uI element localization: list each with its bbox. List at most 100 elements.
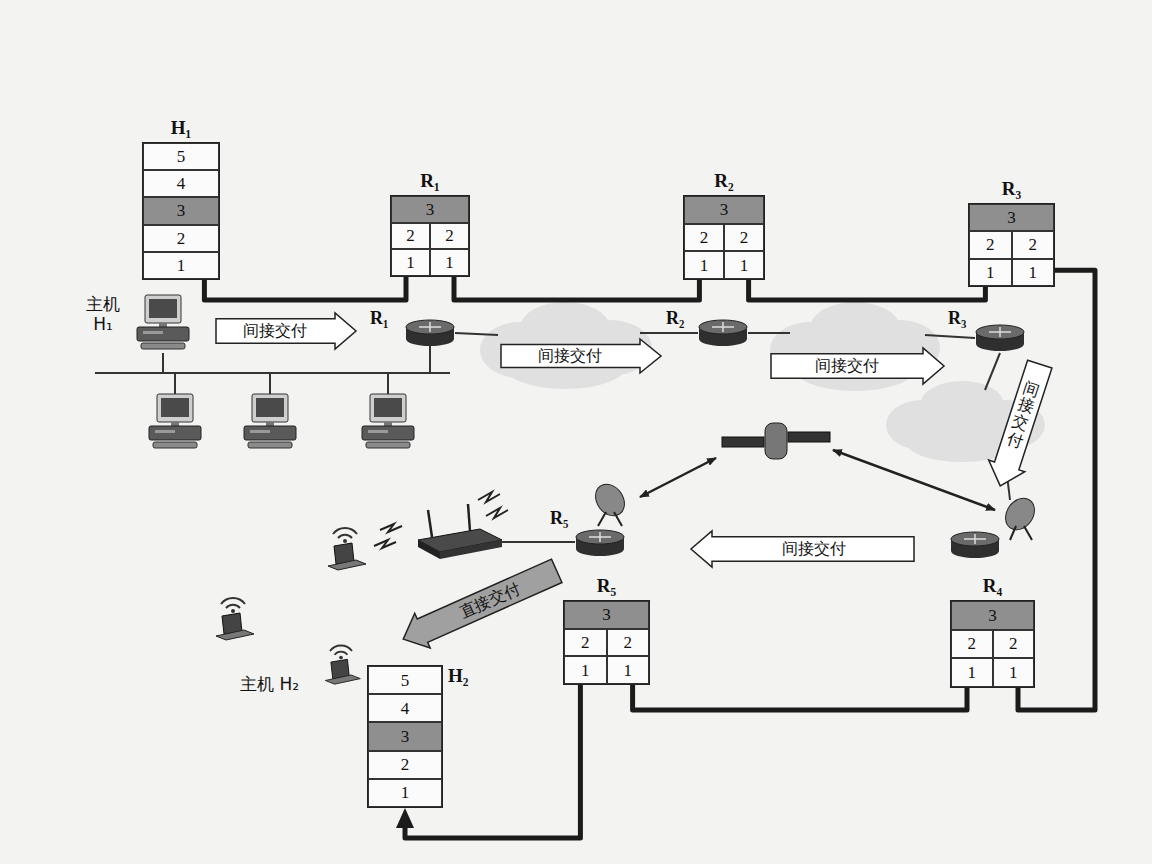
protocol-stack: 32211R₁ [390, 195, 470, 277]
wire [455, 333, 498, 335]
access-point [418, 504, 502, 559]
radio-link [640, 458, 716, 497]
lightning [486, 508, 508, 518]
host-computer [137, 295, 189, 349]
stack-heading: R₅ [597, 576, 616, 597]
data-path [454, 277, 699, 300]
solar-panel [788, 432, 830, 442]
stack-heading: H₂ [448, 666, 468, 687]
wireless-laptop [328, 528, 366, 570]
layer-number: 2 [700, 229, 709, 246]
layer-number: 2 [740, 229, 749, 246]
layer-number: 1 [1009, 664, 1018, 681]
layer-cell: 4 [143, 170, 219, 197]
satellite [722, 423, 830, 459]
protocol-stack: 32211R₃ [968, 203, 1055, 287]
wire [387, 373, 389, 394]
layer-cell: 1 [951, 658, 993, 687]
satellite-body [765, 423, 787, 459]
data-path [204, 277, 406, 300]
delivery-arrow: 间接交付 [770, 347, 945, 385]
layer-cell: 5 [368, 666, 442, 694]
layer-cell: 1 [684, 251, 724, 279]
data-path [749, 280, 986, 300]
delivery-label: 直接交付 [457, 579, 523, 623]
layer-cell: 1 [143, 252, 219, 279]
layer-cell: 2 [391, 223, 430, 250]
stack-heading: R₃ [1002, 179, 1021, 200]
layer-number: 1 [406, 254, 415, 271]
protocol-stack: 54321H₂ [367, 665, 443, 808]
layer-number: 2 [1009, 635, 1018, 652]
host-label: 主机 H₂ [240, 674, 299, 694]
ethernet-bus [95, 372, 450, 374]
lightning [478, 492, 500, 502]
wire [269, 373, 271, 394]
layer-number: 3 [1007, 209, 1016, 226]
layer-cell: 2 [607, 629, 650, 657]
layer-number: 2 [581, 634, 590, 651]
wire [640, 332, 698, 334]
delivery-label: 间接交付 [782, 539, 846, 558]
wire [429, 346, 431, 373]
layer-cell: 1 [969, 259, 1012, 286]
layer-cell: 2 [969, 231, 1012, 258]
delivery-label: 间接交付 [538, 346, 602, 365]
layer-number: 2 [1029, 236, 1038, 253]
protocol-stack: 54321H₁ [142, 142, 220, 280]
layer-number: 4 [177, 175, 186, 192]
satellite-dish [590, 479, 631, 526]
layer-number: 2 [968, 635, 977, 652]
delivery-arrow: 间接交付 [690, 530, 915, 568]
wires [95, 333, 1010, 542]
host-label: 主机 H₁ [80, 294, 126, 335]
layer-number: 3 [720, 201, 729, 218]
layer-number: 1 [401, 784, 410, 801]
layer-cell: 1 [1012, 259, 1055, 286]
protocol-stack: 32211R₂ [683, 195, 765, 280]
layer-cell: 2 [564, 629, 607, 657]
layer-cell: 1 [430, 249, 469, 276]
wire [500, 541, 575, 543]
layer-number: 1 [624, 662, 633, 679]
layer-number: 2 [445, 227, 454, 244]
delivery-arrow: 直接交付 [394, 552, 566, 658]
layer-cell: 2 [368, 751, 442, 779]
stack-heading: R₄ [983, 576, 1002, 597]
dish-stand [598, 512, 622, 526]
layer-number: 1 [700, 257, 709, 274]
layer-cell: 2 [993, 630, 1035, 659]
layer-number: 2 [401, 756, 410, 773]
layer-number: 3 [177, 202, 186, 219]
layer-number: 1 [1029, 264, 1038, 281]
layer-cell: 3 [368, 722, 442, 750]
wire [748, 332, 790, 334]
layer-number: 3 [426, 201, 435, 218]
host-computer [362, 394, 414, 448]
stack-heading: R₁ [420, 171, 439, 192]
layer-number: 2 [986, 236, 995, 253]
router-icon [406, 320, 454, 346]
host-computer [244, 394, 296, 448]
block-arrow [982, 358, 1058, 491]
delivery-label: 间接交付 [243, 321, 307, 340]
layer-number: 1 [740, 257, 749, 274]
layer-cell: 1 [993, 658, 1035, 687]
layer-number: 2 [177, 230, 186, 247]
layer-cell: 2 [951, 630, 993, 659]
layer-cell: 5 [143, 143, 219, 170]
router-label: R₅ [550, 508, 568, 530]
layer-cell: 2 [684, 224, 724, 252]
layer-cell: 1 [368, 779, 442, 807]
antenna [428, 510, 432, 537]
antenna [468, 504, 470, 531]
block-arrow [691, 531, 914, 567]
block-arrow [396, 553, 565, 656]
layer-cell: 1 [607, 656, 650, 684]
stack-heading: R₂ [714, 171, 733, 192]
stack-heading: H₁ [171, 118, 191, 139]
layer-number: 1 [986, 264, 995, 281]
router-icon [699, 320, 747, 346]
router-label: R₃ [948, 308, 966, 330]
layer-number: 1 [177, 257, 186, 274]
